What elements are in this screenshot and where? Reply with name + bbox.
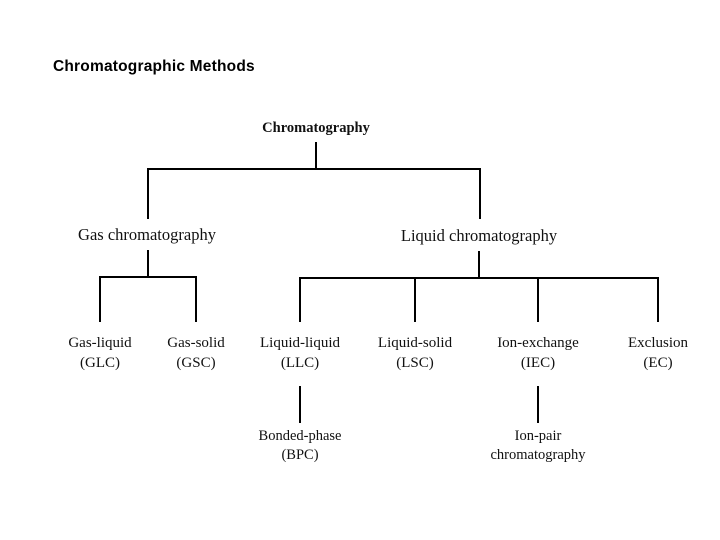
node-exclusion: Exclusion (EC) [628, 334, 688, 374]
node-label: Gas-liquid [68, 335, 132, 351]
node-ion-exchange: Ion-exchange (IEC) [497, 334, 579, 374]
page-title: Chromatographic Methods [53, 58, 255, 75]
node-abbrev: (IEC) [520, 354, 556, 371]
connector-drop-bpc [299, 386, 301, 423]
connector-drop-liquid [479, 168, 481, 219]
connector-liquid-bar [300, 277, 658, 279]
node-gas-solid: Gas-solid (GSC) [167, 334, 225, 374]
node-label: Chromatography [262, 120, 370, 136]
node-chromatography: Chromatography [262, 119, 370, 138]
node-label: Gas-solid [167, 335, 225, 351]
node-label: Ion-pair [514, 428, 562, 444]
node-label: Liquid chromatography [400, 226, 558, 245]
node-gas-chromatography: Gas chromatography [78, 224, 216, 246]
node-gas-liquid: Gas-liquid (GLC) [68, 334, 131, 374]
node-liquid-solid: Liquid-solid (LSC) [378, 334, 452, 374]
connector-drop-llc [299, 277, 301, 322]
node-label-cont: chromatography [490, 447, 586, 464]
node-label: Exclusion [628, 335, 688, 351]
node-liquid-liquid: Liquid-liquid (LLC) [260, 334, 340, 374]
node-abbrev: (GSC) [176, 354, 216, 371]
connector-gas-bar [100, 276, 197, 278]
node-label: Bonded-phase [258, 428, 342, 444]
connector-gas-stem [147, 250, 149, 277]
node-abbrev: (LSC) [396, 354, 434, 371]
connector-root-stem [315, 142, 317, 169]
connector-drop-ec [657, 277, 659, 322]
connector-liquid-stem [478, 251, 480, 278]
connector-drop-gas [147, 168, 149, 219]
node-ion-pair-chromatography: Ion-pair chromatography [490, 427, 585, 465]
connector-drop-glc [99, 276, 101, 322]
node-liquid-chromatography: Liquid chromatography [401, 225, 557, 247]
connector-drop-ion-pair [537, 386, 539, 423]
connector-drop-lsc [414, 277, 416, 322]
node-label: Ion-exchange [497, 335, 579, 351]
connector-drop-iec [537, 277, 539, 322]
node-abbrev: (EC) [643, 354, 673, 371]
node-label: Gas chromatography [78, 225, 216, 244]
node-label: Liquid-liquid [260, 335, 340, 351]
node-bonded-phase: Bonded-phase (BPC) [259, 427, 342, 465]
connector-drop-gsc [195, 276, 197, 322]
node-abbrev: (GLC) [79, 354, 120, 371]
node-abbrev: (LLC) [280, 354, 320, 371]
connector-level2-bar [148, 168, 481, 170]
node-abbrev: (BPC) [281, 447, 319, 464]
node-label: Liquid-solid [377, 335, 453, 351]
